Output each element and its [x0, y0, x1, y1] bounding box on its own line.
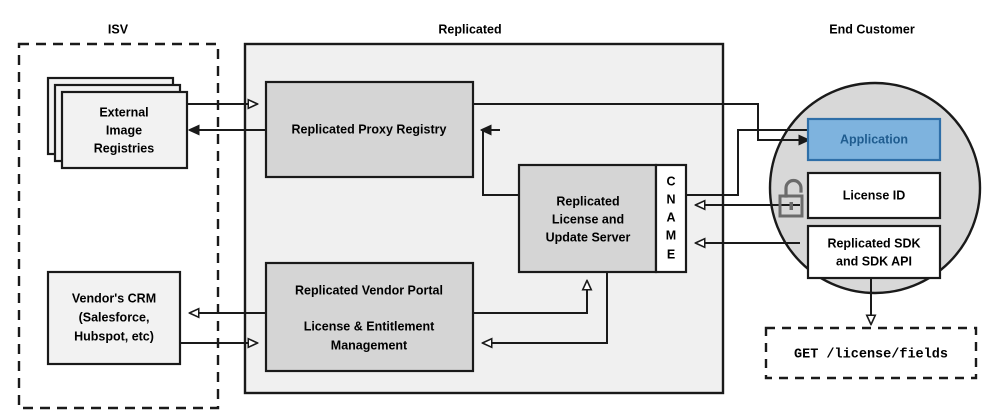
- connector-proxy-to-application: [473, 103, 808, 140]
- replicated-proxy-registry-label: Replicated Proxy Registry: [292, 122, 447, 136]
- cname-letter-e: E: [667, 247, 675, 261]
- application-label: Application: [840, 132, 908, 146]
- replicated-license-update-server-node[interactable]: Replicated License and Update Server: [517, 163, 658, 274]
- application-box: [806, 117, 942, 162]
- connector-vendor-portal-to-license-server: [473, 281, 587, 314]
- registries-label-line-3: Registries: [94, 141, 154, 155]
- replicated-vendor-portal-node[interactable]: Replicated Vendor Portal License & Entit…: [264, 261, 475, 373]
- license-server-label-line-1: Replicated: [556, 194, 619, 208]
- replicated-sdk-box: [806, 224, 942, 280]
- vendor-portal-label-line-3: Management: [331, 338, 408, 352]
- license-server-label-line-2: License and: [552, 212, 624, 226]
- registry-stack-front: [60, 90, 189, 170]
- external-image-registries-node[interactable]: External Image Registries: [46, 76, 189, 170]
- connector-license-server-to-vendor-portal: [483, 272, 608, 343]
- registries-label-line-2: Image: [106, 123, 142, 137]
- zone-title-replicated: Replicated: [438, 22, 501, 36]
- license-id-label: License ID: [843, 188, 906, 202]
- api-request-box: [764, 326, 978, 380]
- zone-title-isv: ISV: [108, 22, 129, 36]
- license-id-node[interactable]: License ID: [806, 171, 942, 220]
- vendors-crm-label-line-2: (Salesforce,: [79, 310, 150, 324]
- cname-strip-node[interactable]: C N A M E: [654, 163, 688, 274]
- vendors-crm-label-line-3: Hubspot, etc): [74, 329, 154, 343]
- license-server-label-line-3: Update Server: [546, 230, 631, 244]
- cname-letter-c: C: [666, 174, 675, 188]
- zone-title-end-customer: End Customer: [829, 22, 915, 36]
- replicated-proxy-registry-node[interactable]: Replicated Proxy Registry: [264, 80, 475, 179]
- isv-zone-boundary: [17, 42, 220, 410]
- license-id-box: [806, 171, 942, 220]
- replicated-proxy-registry-box: [264, 80, 475, 179]
- replicated-sdk-label-line-1: Replicated SDK: [827, 236, 920, 250]
- replicated-vendor-portal-box: [264, 261, 475, 373]
- vendor-portal-label-line-1: Replicated Vendor Portal: [295, 283, 443, 297]
- vendors-crm-node[interactable]: Vendor's CRM (Salesforce, Hubspot, etc): [46, 270, 182, 366]
- cname-letter-n: N: [666, 192, 675, 206]
- vendors-crm-box: [46, 270, 182, 366]
- vendors-crm-label-line-1: Vendor's CRM: [72, 291, 156, 305]
- application-node[interactable]: Application: [806, 117, 942, 162]
- registries-label-line-1: External: [99, 105, 148, 119]
- api-request-node[interactable]: GET /license/fields: [764, 326, 978, 380]
- cname-letter-a: A: [666, 210, 675, 224]
- replicated-sdk-node[interactable]: Replicated SDK and SDK API: [806, 224, 942, 280]
- api-request-label: GET /license/fields: [794, 348, 948, 363]
- replicated-sdk-label-line-2: and SDK API: [836, 254, 912, 268]
- connector-application-to-proxy-path: [482, 129, 808, 196]
- cname-letter-m: M: [666, 228, 676, 242]
- unlock-icon: [778, 178, 804, 218]
- vendor-portal-label-line-2: License & Entitlement: [304, 319, 435, 333]
- replicated-license-update-server-box: [517, 163, 658, 274]
- cname-strip-box: [654, 163, 688, 274]
